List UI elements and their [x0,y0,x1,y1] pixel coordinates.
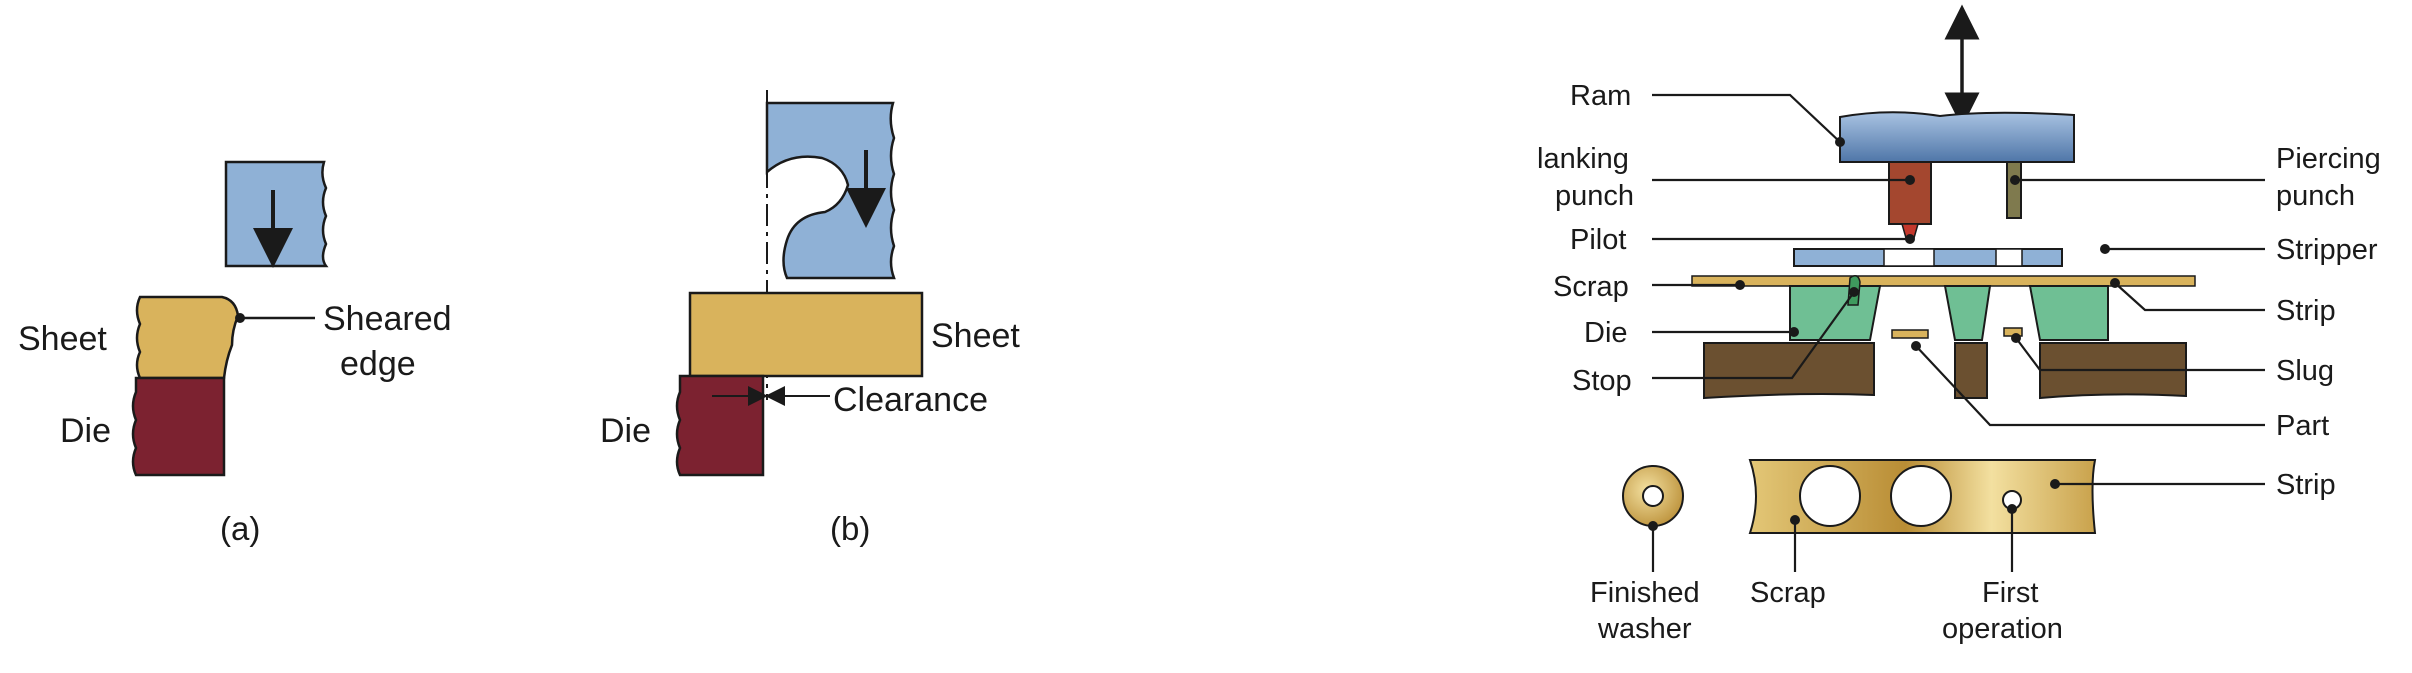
punch-a [224,160,329,268]
label-strip: Strip [2276,295,2336,327]
label-blanking-punch-2: punch [1555,180,1634,212]
leaders-right [1915,178,2265,486]
caption-a: (a) [220,510,260,547]
die-b [675,374,765,477]
leaders-bottom [1651,509,2014,572]
die-base [1703,342,1875,400]
label-scrap: Scrap [1553,271,1629,303]
label-finished-washer-2: washer [1597,613,1692,645]
label-part: Part [2276,410,2329,442]
label-ram: Ram [1570,80,1631,112]
stripper-hole-2 [1995,248,2023,267]
die-c-mid [1943,285,1992,341]
piercing-punch [2006,161,2022,219]
label-strip-lower: Strip [2276,469,2336,501]
figure-a: Sheet Die Sheared edge (a) [18,160,452,547]
label-sheared-edge-2: edge [340,345,416,383]
label-piercing-punch-1: Piercing [2276,143,2381,175]
label-scrap-bottom: Scrap [1750,577,1826,609]
label-first-operation-1: First [1982,577,2038,609]
die-a [131,376,226,477]
sheet-b [688,291,924,378]
part [1891,329,1929,339]
label-stop: Stop [1572,365,1632,397]
die-c-right [2028,285,2109,341]
stripper-hole-1 [1883,248,1935,267]
label-pilot: Pilot [1570,224,1626,256]
figure-c: Ram lanking punch Pilot Scrap Die Stop P… [1537,4,2381,645]
label-slug: Slug [2276,355,2334,387]
figure-b: Sheet Die Clearance (b) [600,90,1020,547]
die-c-left [1789,285,1882,341]
leader-dots-bottom [1648,504,2017,531]
label-sheet-b: Sheet [931,317,1020,355]
label-sheet-a: Sheet [18,320,107,358]
washer-hole [1642,485,1664,507]
label-die-c: Die [1584,317,1628,349]
punch-b [765,101,896,280]
label-sheared-edge-1: Sheared [323,300,452,338]
blanking-punch [1888,161,1932,225]
label-blanking-punch-1: lanking [1537,143,1629,175]
sheet-a [135,295,240,380]
strip-hole-2 [1890,465,1952,527]
label-piercing-punch-2: punch [2276,180,2355,212]
die-base-mid [1954,342,1988,399]
label-stripper: Stripper [2276,234,2378,266]
leader-dots-left [1735,137,1915,337]
ram [1839,111,2075,163]
leader-dots-right [1911,175,2120,489]
strip-hole-1 [1799,465,1861,527]
leaders-left [1652,93,1910,380]
strip-section [1691,275,2196,287]
label-die-a: Die [60,412,111,450]
label-die-b: Die [600,412,651,450]
caption-b: (b) [830,510,870,547]
label-clearance: Clearance [833,381,988,419]
label-first-operation-2: operation [1942,613,2063,645]
label-finished-washer-1: Finished [1590,577,1700,609]
